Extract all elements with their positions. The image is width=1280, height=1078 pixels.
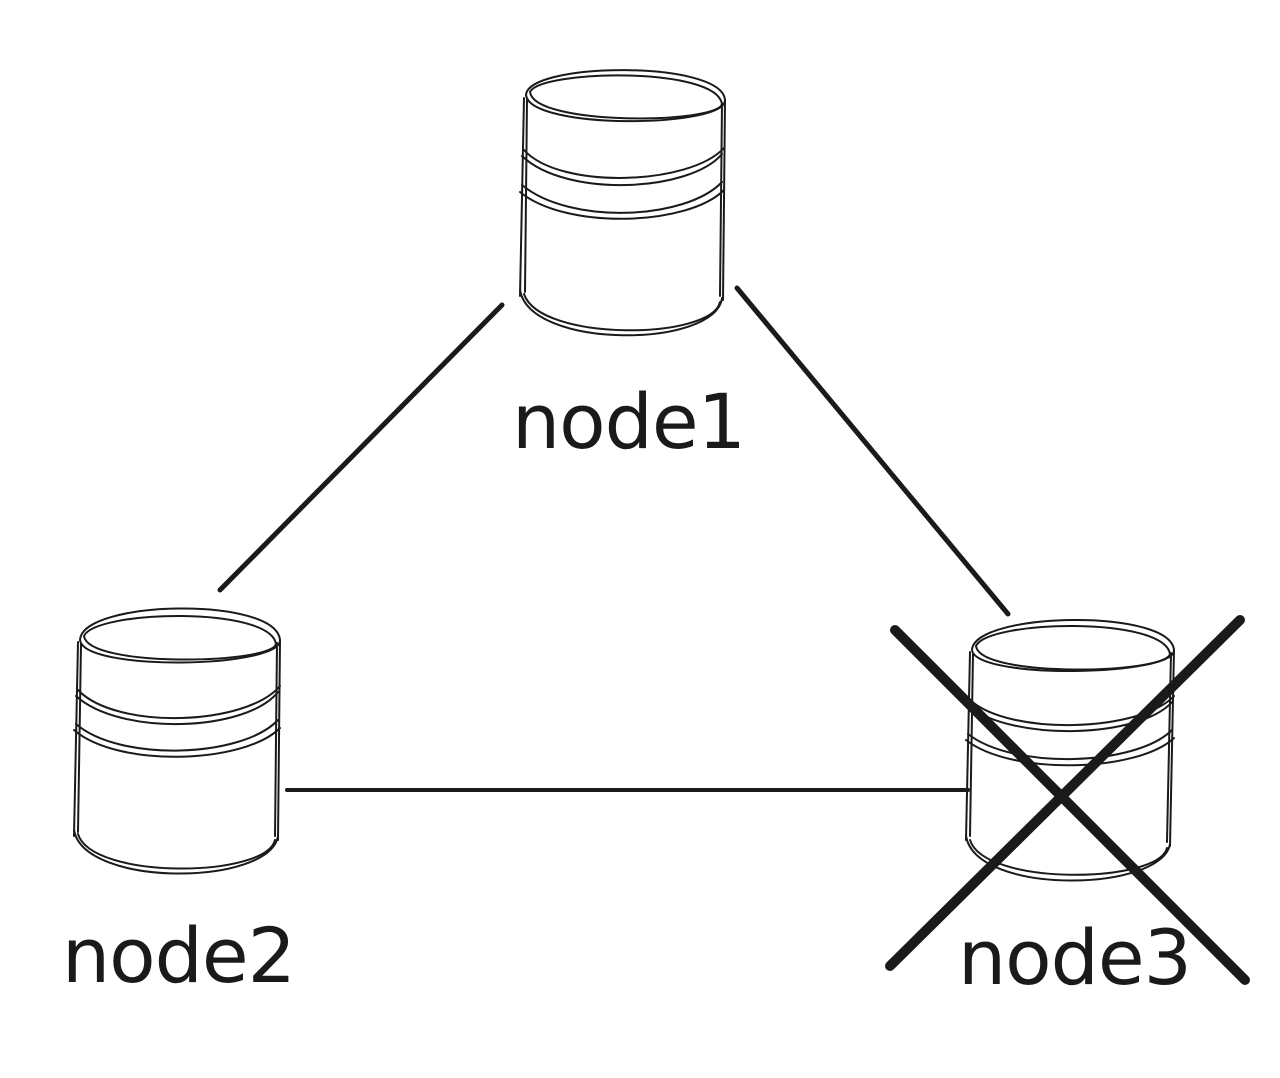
edge-node1-node2 xyxy=(217,302,505,593)
node2-label: node2 xyxy=(62,911,296,1000)
database-icon-node3 xyxy=(965,619,1176,882)
edge-node1-node3 xyxy=(734,285,1011,617)
database-icon-node2 xyxy=(73,607,282,875)
node3-label: node3 xyxy=(958,913,1192,1002)
database-icon-node1 xyxy=(519,69,727,337)
node1-label: node1 xyxy=(512,377,746,466)
failed-cross-icon xyxy=(885,615,1250,985)
